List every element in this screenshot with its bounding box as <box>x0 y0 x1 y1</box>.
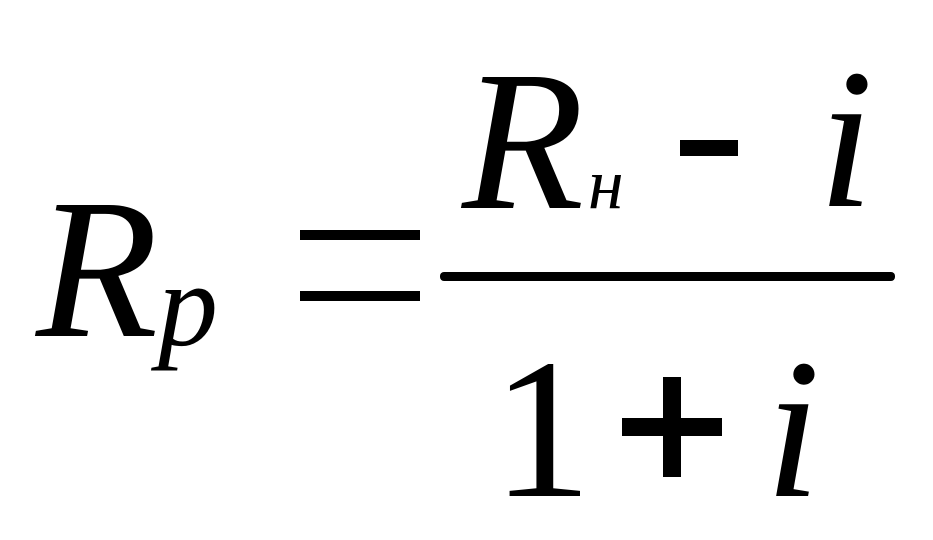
numerator-subscript: н <box>588 144 624 224</box>
numerator-variable: i <box>818 29 874 250</box>
plus-sign-v <box>663 377 681 477</box>
numerator-symbol: R <box>462 31 585 252</box>
denominator-variable: i <box>765 319 821 540</box>
fraction-line <box>440 272 895 281</box>
denominator-one: 1 <box>492 319 592 540</box>
minus-sign <box>680 140 738 156</box>
lhs-symbol: R <box>36 159 159 380</box>
equals-sign-top <box>300 230 420 240</box>
equals-sign-bottom <box>300 291 420 301</box>
lhs-subscript: p <box>158 238 218 371</box>
